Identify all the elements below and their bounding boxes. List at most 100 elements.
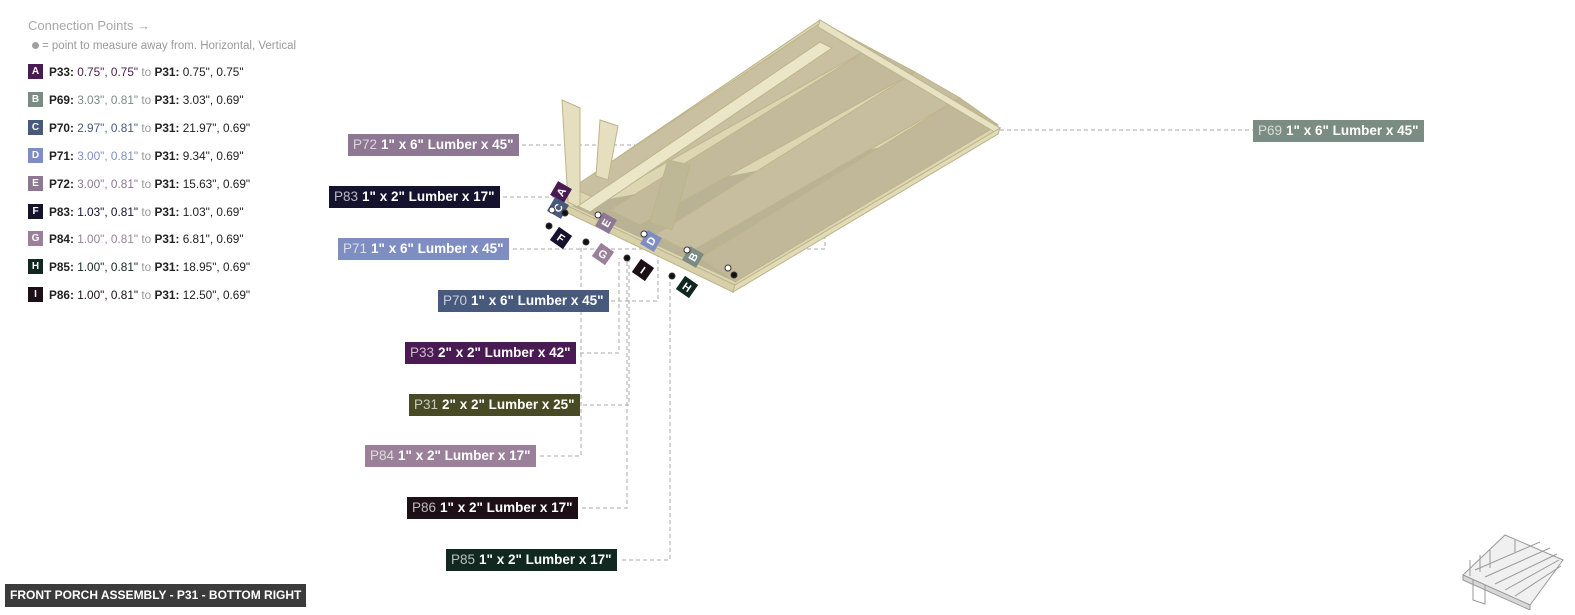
measure-point [724, 264, 732, 272]
colon: : [175, 288, 180, 303]
view-title-badge: FRONT PORCH ASSEMBLY - P31 - BOTTOM RIGH… [5, 584, 307, 607]
marker-letter-badge: C [28, 119, 43, 135]
to-text: to [141, 92, 152, 107]
measure-point [545, 222, 553, 230]
measure-point [730, 271, 738, 279]
colon: : [175, 92, 180, 107]
part-offset: 3.00", 0.81" [77, 148, 139, 163]
view-cube-thumbnail[interactable] [1455, 530, 1565, 610]
leader-p86 [582, 262, 628, 509]
part-id: P85 [49, 260, 70, 275]
base-offset: 3.03", 0.69" [182, 92, 244, 107]
porch-deck [552, 19, 1001, 294]
to-text: to [141, 260, 152, 275]
base-part-id: P31 [154, 204, 176, 219]
part-id: P72 [353, 137, 378, 152]
colon: : [175, 232, 180, 247]
marker-letter-badge: A [28, 64, 43, 79]
base-part-id: P31 [154, 260, 176, 275]
part-id: P71 [343, 241, 368, 256]
part-id: P33 [410, 345, 435, 360]
part-id: P83 [334, 189, 359, 204]
colon: : [70, 204, 74, 219]
colon: : [70, 260, 74, 275]
part-description: 1" x 6" Lumber x 45" [381, 137, 514, 152]
part-id: P72 [49, 176, 70, 191]
colon: : [70, 288, 74, 303]
marker-box [595, 212, 617, 234]
rail-post-2 [595, 119, 619, 181]
colon: : [175, 148, 180, 163]
base-offset: 15.63", 0.69" [182, 176, 251, 191]
leader-p31 [583, 260, 630, 406]
part-description: 1" x 2" Lumber x 17" [440, 500, 573, 515]
measure-point [668, 272, 676, 280]
marker-box [631, 258, 655, 282]
legend-title: Connection Points → [28, 18, 151, 33]
base-offset: 18.95", 0.69" [182, 260, 251, 275]
part-offset: 1.00", 0.81" [77, 260, 139, 275]
base-offset: 6.81", 0.69" [182, 232, 244, 247]
part-offset: 3.03", 0.81" [77, 92, 139, 107]
colon: : [175, 120, 180, 135]
measure-point [640, 230, 648, 238]
measure-point [594, 211, 602, 219]
part-id: P85 [451, 552, 476, 567]
part-id: P70 [443, 293, 468, 308]
part-offset: 2.97", 0.81" [77, 120, 139, 135]
part-description: 2" x 2" Lumber x 25" [442, 397, 575, 412]
deck-edge-right [732, 126, 1001, 294]
part-description: 1" x 6" Lumber x 45" [1286, 123, 1419, 138]
marker-letter-badge: H [28, 259, 43, 275]
colon: : [175, 176, 180, 191]
base-offset: 21.97", 0.69" [182, 120, 251, 135]
measure-point [683, 246, 691, 254]
part-id: P33 [49, 65, 70, 79]
connection-marker-e: E [595, 212, 617, 234]
base-part-id: P31 [154, 176, 176, 191]
base-offset: 1.03", 0.69" [182, 204, 244, 219]
part-description: 2" x 2" Lumber x 42" [438, 345, 571, 360]
to-text: to [141, 120, 152, 135]
base-part-id: P31 [154, 232, 176, 247]
part-description: 1" x 2" Lumber x 17" [398, 448, 531, 463]
rail-beam [577, 41, 833, 213]
connection-points-legend: Connection Points → = point to measure a… [28, 17, 296, 303]
part-id: P31 [414, 397, 439, 412]
part-id: P84 [370, 448, 395, 463]
rail-post-3 [649, 159, 691, 231]
colon: : [70, 148, 74, 163]
to-text: to [141, 176, 152, 191]
marker-letter-badge: G [28, 231, 43, 247]
point-dot-icon [32, 42, 39, 49]
colon: : [175, 204, 180, 219]
marker-box [549, 226, 573, 250]
leader-p85 [622, 278, 671, 561]
marker-letter-badge: E [28, 175, 43, 191]
deck-board-2 [608, 47, 917, 226]
part-offset: 1.03", 0.81" [77, 204, 139, 219]
marker-letter-badge: D [28, 147, 43, 163]
measure-point [623, 254, 631, 262]
part-description: 1" x 2" Lumber x 17" [479, 552, 612, 567]
part-description: 1" x 2" Lumber x 17" [362, 189, 495, 204]
part-description: 1" x 6" Lumber x 45" [471, 293, 604, 308]
connection-marker-g: G [591, 242, 615, 266]
part-description: 1" x 6" Lumber x 45" [371, 241, 504, 256]
legend-subtitle: = point to measure away from. Horizontal… [28, 39, 296, 53]
